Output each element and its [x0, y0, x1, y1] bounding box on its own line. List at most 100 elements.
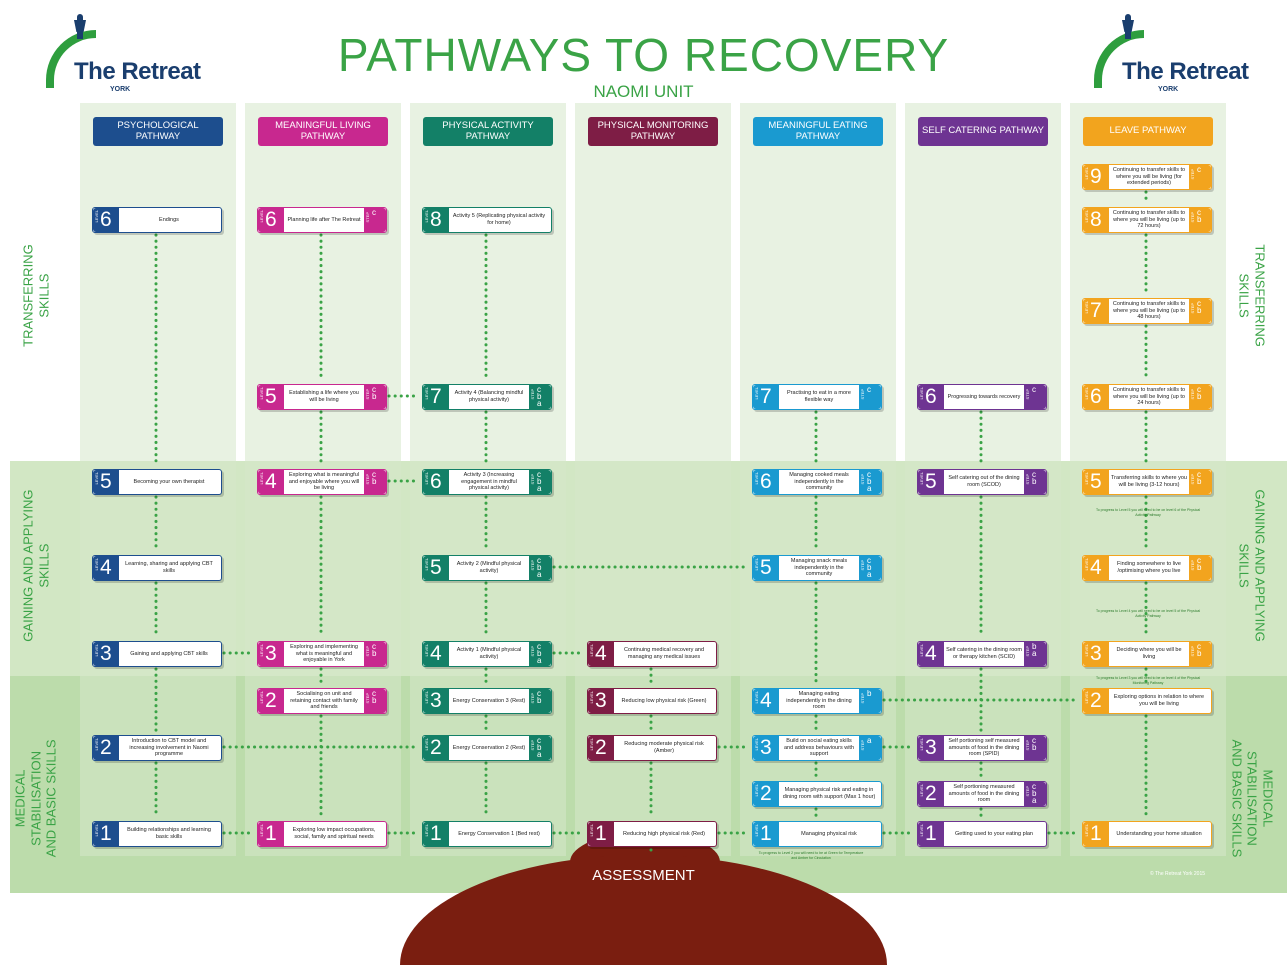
level-description: Understanding your home situation	[1116, 830, 1202, 837]
step-word: STEP	[365, 389, 370, 400]
level-number: 2	[265, 689, 277, 712]
level-word: LEVEL	[754, 472, 759, 485]
step-word: STEP	[1025, 389, 1030, 400]
logo-left: The Retreat YORK	[40, 8, 201, 93]
level-description: Practising to eat in a more flexible way	[787, 390, 851, 403]
level-description: Building relationships and learning basi…	[127, 827, 211, 840]
step-word: STEP	[1190, 646, 1195, 657]
level-description: Managing eating independently in the din…	[786, 690, 852, 711]
step-word: STEP	[365, 693, 370, 704]
level-description: Continuing medical recovery and managing…	[623, 647, 705, 660]
level-word: LEVEL	[424, 738, 429, 751]
level-description: Continuing to transfer skills to where y…	[1112, 300, 1186, 321]
level-number: 2	[595, 736, 607, 759]
level-word: LEVEL	[424, 210, 429, 223]
header-catering: SELF CATERING PATHWAY	[918, 117, 1048, 146]
level-number: 7	[430, 385, 442, 408]
level-word: LEVEL	[259, 387, 264, 400]
level-description: Continuing to transfer skills to where y…	[1112, 386, 1186, 407]
logo-name: The Retreat	[74, 58, 201, 85]
step-letters: c	[1032, 385, 1036, 394]
level-description: Establishing a life where you will be li…	[289, 390, 359, 403]
step-word: STEP	[365, 646, 370, 657]
step-word: STEP	[860, 560, 865, 571]
lamp-icon	[72, 14, 88, 40]
level-word: LEVEL	[1084, 167, 1089, 180]
level-word: LEVEL	[1084, 691, 1089, 704]
step-word: STEP	[860, 474, 865, 485]
level-word: LEVEL	[94, 472, 99, 485]
level-description: Progressing towards recovery	[947, 393, 1021, 400]
level-number: 4	[925, 642, 937, 665]
level-word: LEVEL	[94, 210, 99, 223]
level-number: 4	[100, 556, 112, 579]
level-description: Continuing to transfer skills to where y…	[1112, 166, 1186, 187]
level-description: Planning life after The Retreat	[287, 216, 361, 223]
level-number: 3	[100, 642, 112, 665]
level-number: 2	[925, 782, 937, 805]
level-word: LEVEL	[94, 738, 99, 751]
logo-right: The Retreat YORK	[1088, 8, 1249, 93]
level-description: Exploring low impact occupations, social…	[292, 827, 376, 840]
level-description: Endings	[159, 216, 179, 223]
level-number: 2	[760, 782, 772, 805]
level-description: Energy Conservation 3 (Rest)	[452, 697, 526, 704]
step-word: STEP	[1190, 303, 1195, 314]
level-number: 8	[1090, 208, 1102, 231]
step-letters: c	[867, 385, 871, 394]
level-number: 5	[100, 470, 112, 493]
step-word: STEP	[530, 646, 535, 657]
header-living: MEANINGFUL LIVING PATHWAY	[258, 117, 388, 146]
level-number: 3	[1090, 642, 1102, 665]
level-number: 6	[430, 470, 442, 493]
level-number: 7	[1090, 299, 1102, 322]
level-number: 1	[100, 822, 112, 845]
step-letters: c	[372, 208, 376, 217]
level-word: LEVEL	[259, 210, 264, 223]
level-description: Reducing moderate physical risk (Amber)	[624, 741, 704, 754]
level-number: 2	[430, 736, 442, 759]
level-description: Self catering out of the dining room (SC…	[948, 475, 1020, 488]
note-eating-level-1: To progress to Level 2 you will need to …	[758, 851, 864, 860]
level-description: Reducing low physical risk (Green)	[621, 697, 707, 704]
level-description: Deciding where you will be living	[1116, 647, 1182, 660]
step-word: STEP	[1190, 389, 1195, 400]
step-letters: b	[867, 689, 872, 698]
